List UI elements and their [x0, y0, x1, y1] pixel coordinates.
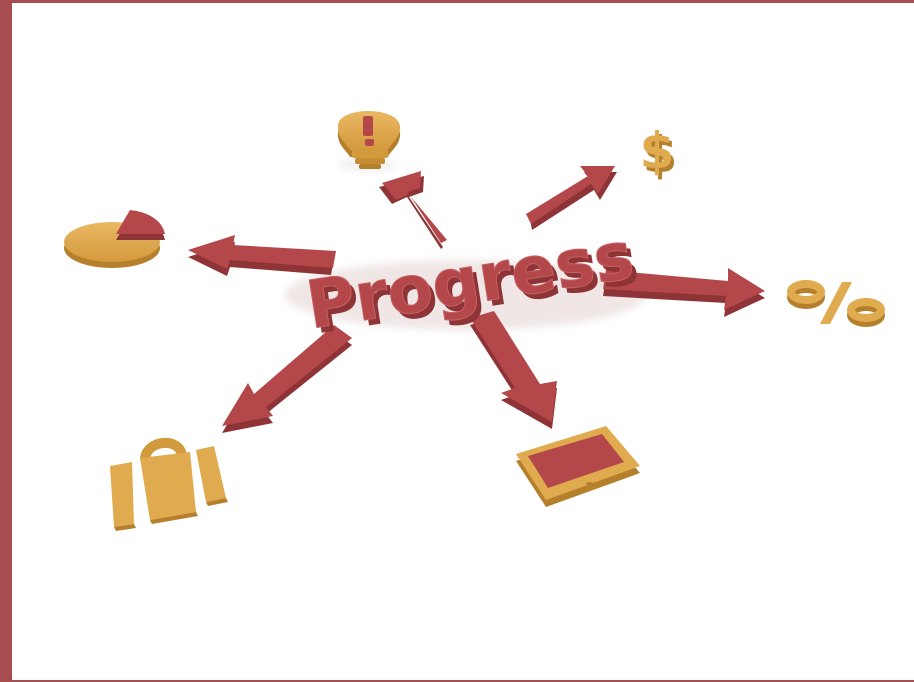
tablet-icon [516, 426, 640, 507]
pie-chart-icon [64, 210, 165, 268]
arrow-to-lightbulb [379, 171, 447, 249]
arrow-to-tablet [470, 311, 557, 429]
svg-text:$: $ [640, 122, 675, 180]
svg-text:$: $ [643, 126, 678, 184]
arrow-to-dollar [526, 166, 617, 230]
percent-icon [787, 280, 885, 327]
dollar-icon: $ $ [640, 122, 678, 184]
arrow-to-pie [188, 235, 336, 276]
progress-word: Progress Progress [301, 216, 644, 349]
arrow-to-percent [603, 268, 765, 317]
briefcase-icon [110, 437, 228, 531]
lightbulb-icon [337, 111, 401, 171]
arrow-to-briefcase [222, 325, 352, 433]
word-shadow [285, 260, 645, 330]
